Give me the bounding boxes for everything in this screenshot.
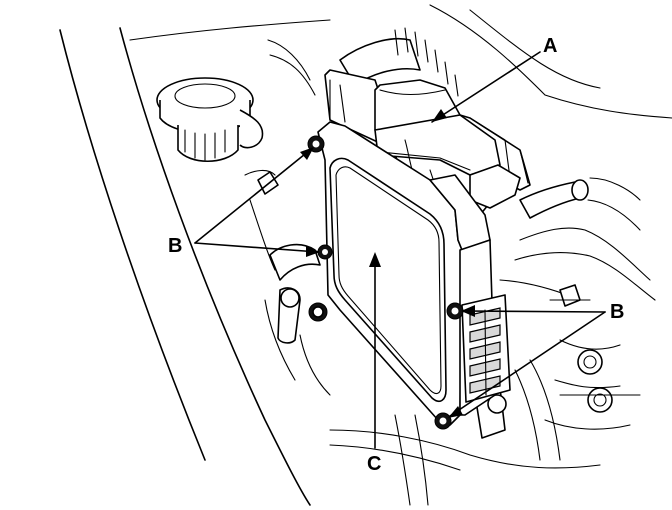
arrowhead-b-left-upper	[300, 147, 314, 160]
arrowhead-c	[369, 252, 381, 267]
engine-bay-background	[59, 4, 672, 506]
arrowhead-b-left-lower	[306, 246, 320, 257]
connector-grille	[461, 294, 511, 403]
bolt-right-upper	[446, 302, 464, 320]
right-bolts	[544, 284, 641, 430]
leader-a	[431, 51, 541, 123]
reservoir-cap	[156, 77, 264, 162]
mounting-bolts	[307, 135, 464, 430]
arrowhead-b-right-upper	[461, 305, 475, 317]
leader-b-left-upper	[194, 149, 311, 244]
component-a-housing	[324, 69, 531, 226]
bolt-middle-left	[317, 244, 333, 260]
leader-b-left-lower	[194, 242, 319, 253]
label-b-right: B	[610, 301, 624, 323]
arrowhead-b-right-lower	[448, 406, 463, 418]
label-a: A	[543, 35, 557, 57]
leader-b-right-upper	[462, 310, 606, 313]
label-c: C	[367, 453, 381, 475]
leader-b-right-lower	[449, 311, 606, 417]
component-c-control-unit	[317, 121, 511, 426]
arrowhead-a	[432, 109, 447, 122]
label-b-left: B	[168, 235, 182, 257]
callout-leaders	[194, 51, 606, 449]
bolt-right-lower	[434, 412, 452, 430]
